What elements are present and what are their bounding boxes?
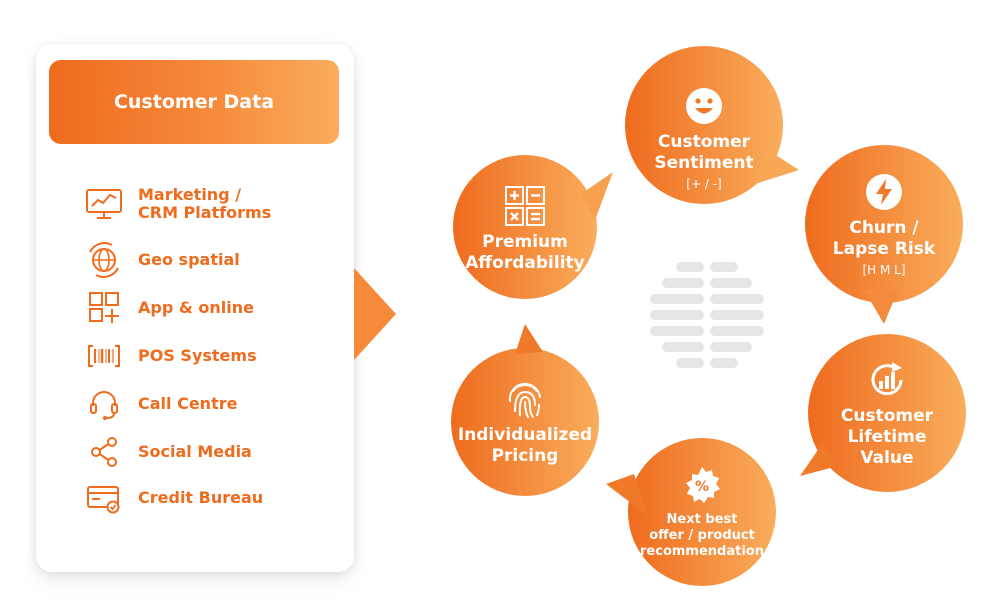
customer-sentiment-scale: [+ / -] bbox=[686, 177, 722, 191]
globe-icon bbox=[89, 242, 119, 278]
customer-lifetime-value-title: Customer Lifetime Value bbox=[840, 405, 934, 468]
churn-lapse-risk-title: Churn / Lapse Risk bbox=[832, 218, 936, 259]
svg-text:%: % bbox=[695, 479, 709, 495]
fingerprint-icon bbox=[508, 382, 541, 418]
source-item-pos-systems: POS Systems bbox=[84, 336, 339, 376]
individualized-pricing-title: Individualized Pricing bbox=[457, 425, 593, 466]
smiley-icon bbox=[686, 88, 722, 124]
source-item-geo-spatial: Geo spatial bbox=[84, 240, 339, 280]
source-label: Social Media bbox=[138, 442, 252, 461]
bubble-individualized-pricing: Individualized Pricing bbox=[445, 320, 605, 498]
barcode-icon bbox=[88, 345, 120, 367]
app-grid-icon bbox=[89, 292, 119, 323]
flow-arrow bbox=[354, 268, 396, 360]
brain-watermark-icon bbox=[650, 262, 764, 368]
source-label: Geo spatial bbox=[138, 250, 240, 269]
bubble-churn-lapse-risk: Churn / Lapse Risk [H M L] bbox=[802, 140, 972, 328]
source-label: Credit Bureau bbox=[138, 488, 264, 507]
customer-data-card: Customer Data Marketing / CRM Platforms … bbox=[36, 44, 354, 572]
customer-data-title: Customer Data bbox=[113, 91, 275, 113]
monitor-chart-icon bbox=[86, 189, 122, 219]
source-label: POS Systems bbox=[138, 346, 257, 365]
source-label: Call Centre bbox=[138, 394, 238, 413]
next-best-offer-title: Next best offer / product recommendation bbox=[640, 512, 764, 559]
premium-affordability-title: Premium Affordability bbox=[465, 232, 585, 273]
share-icon bbox=[91, 437, 117, 467]
source-item-credit-bureau: Credit Bureau bbox=[84, 478, 339, 518]
churn-lapse-risk-scale: [H M L] bbox=[862, 263, 906, 277]
bubble-customer-sentiment: Customer Sentiment [+ / -] bbox=[625, 36, 801, 212]
source-label: Marketing / CRM Platforms bbox=[138, 185, 272, 222]
customer-data-header: Customer Data bbox=[49, 60, 339, 144]
source-item-social-media: Social Media bbox=[84, 432, 339, 472]
credit-card-icon bbox=[87, 486, 120, 514]
source-item-marketing-crm: Marketing / CRM Platforms bbox=[84, 184, 339, 224]
customer-sentiment-title: Customer Sentiment bbox=[654, 132, 754, 173]
source-item-call-centre: Call Centre bbox=[84, 384, 339, 424]
percent-badge-icon: % bbox=[686, 467, 720, 503]
lightning-icon bbox=[866, 174, 902, 210]
growth-chart-icon bbox=[871, 361, 903, 395]
headset-icon bbox=[90, 391, 118, 420]
source-label: App & online bbox=[138, 298, 254, 317]
source-item-app-online: App & online bbox=[84, 288, 339, 328]
bubble-next-best-offer: % Next best offer / product recommendati… bbox=[606, 424, 778, 596]
calculator-icon bbox=[505, 186, 545, 226]
bubble-customer-lifetime-value: Customer Lifetime Value bbox=[796, 326, 972, 502]
bubble-premium-affordability: Premium Affordability bbox=[445, 148, 615, 299]
